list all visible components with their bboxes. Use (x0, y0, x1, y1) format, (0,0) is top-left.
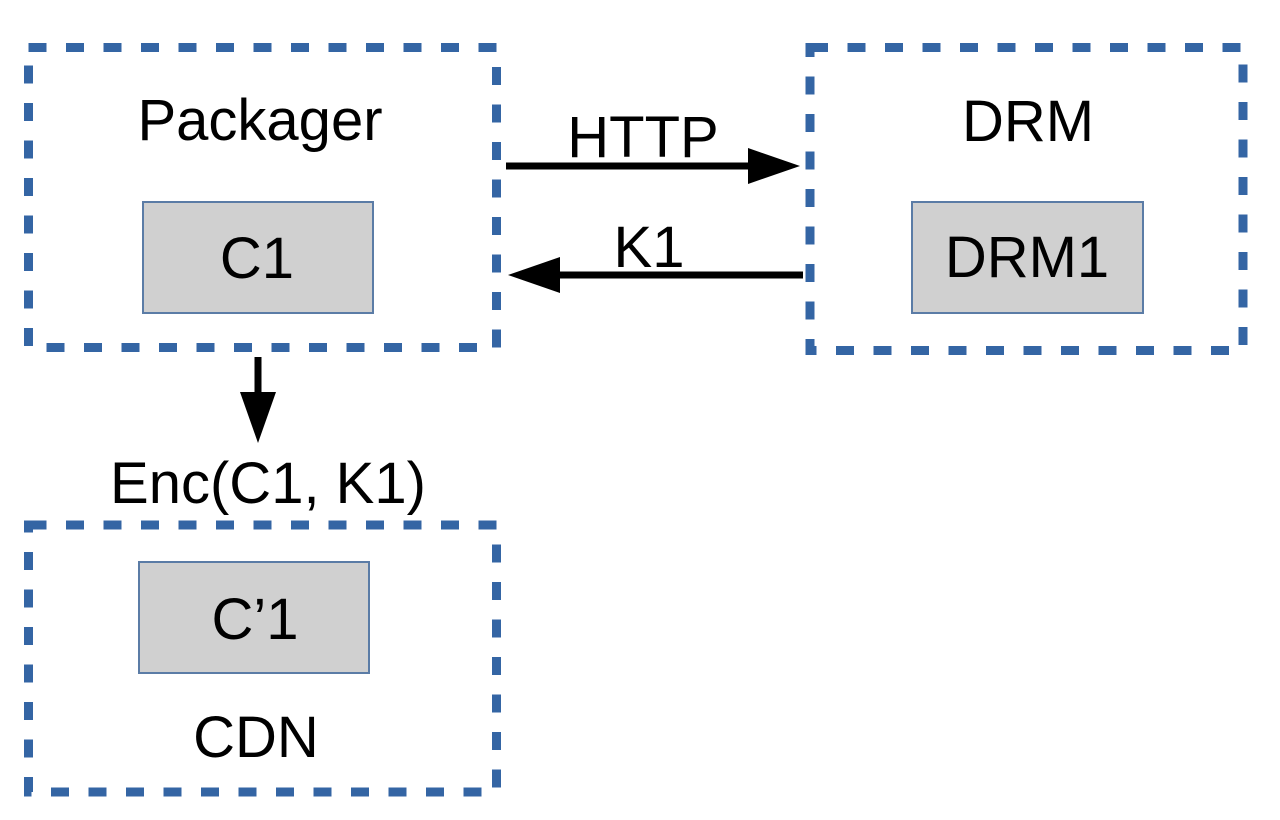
packager-box-border (24, 43, 501, 352)
k1-arrow-head-icon (508, 257, 560, 293)
c1-chip (142, 201, 374, 314)
drm1-chip-label: DRM1 (945, 225, 1109, 290)
drm-title: DRM (962, 89, 1094, 154)
cdn-title: CDN (193, 705, 319, 770)
cdn-box: C’1 CDN (24, 520, 501, 797)
k1-arrow-label: K1 (614, 215, 685, 280)
drm-box: DRM DRM1 (805, 43, 1248, 355)
cdn-box-border (24, 520, 501, 797)
http-arrow-head-icon (748, 148, 800, 184)
c-prime-1-chip-label: C’1 (211, 587, 298, 652)
http-arrow: HTTP (506, 105, 800, 184)
http-arrow-label: HTTP (567, 105, 718, 170)
c-prime-1-chip (138, 561, 370, 674)
enc-arrow-head-icon (240, 392, 276, 443)
drm-box-border (805, 43, 1248, 355)
c1-chip-label: C1 (220, 226, 294, 291)
enc-arrow: Enc(C1, K1) (110, 357, 426, 516)
drm1-chip (911, 201, 1144, 314)
packager-box: Packager C1 (24, 43, 501, 352)
packager-title: Packager (137, 88, 382, 153)
k1-arrow: K1 (508, 215, 803, 293)
enc-arrow-label: Enc(C1, K1) (110, 451, 426, 516)
